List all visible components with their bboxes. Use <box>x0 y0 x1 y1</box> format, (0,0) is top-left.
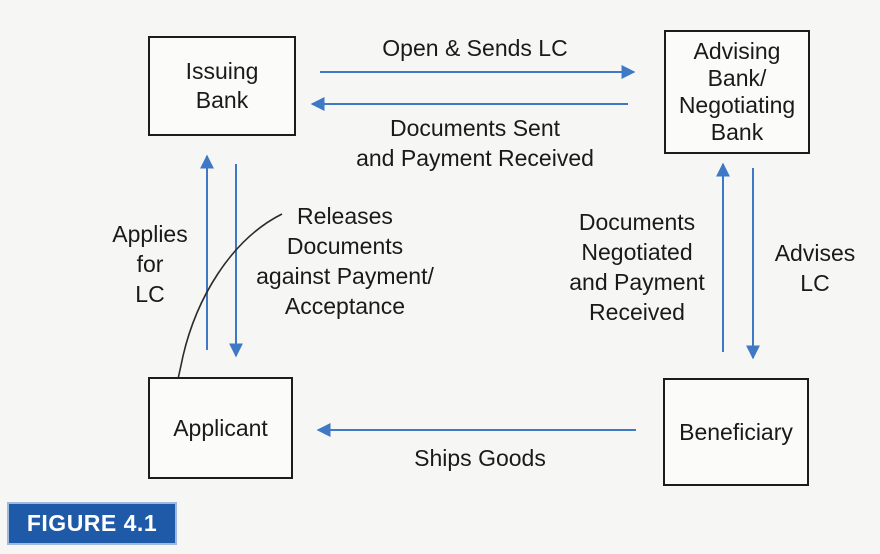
issuing-bank-box: Issuing Bank <box>148 36 296 136</box>
beneficiary-label: Beneficiary <box>679 418 793 445</box>
open-sends-lc-label: Open & Sends LC <box>382 35 568 61</box>
advising-bank-label: Advising Bank/ Negotiating Bank <box>678 38 796 145</box>
figure-badge: FIGURE 4.1 <box>7 502 177 545</box>
figure-label: FIGURE 4.1 <box>26 510 158 536</box>
releases-documents-label: Releases Documents against Payment/ Acce… <box>256 203 434 319</box>
applies-for-lc-label: Applies for LC <box>112 221 188 307</box>
documents-negotiated-label: Documents Negotiated and Payment Receive… <box>569 209 705 325</box>
applicant-box: Applicant <box>148 377 293 479</box>
applicant-label: Applicant <box>173 414 268 441</box>
ships-goods-label: Ships Goods <box>414 445 546 471</box>
documents-sent-label: Documents Sent and Payment Received <box>356 115 594 171</box>
issuing-bank-label: Issuing Bank <box>185 58 259 113</box>
advises-lc-label: Advises LC <box>774 240 856 296</box>
beneficiary-box: Beneficiary <box>663 378 809 486</box>
advising-bank-box: Advising Bank/ Negotiating Bank <box>664 30 810 154</box>
